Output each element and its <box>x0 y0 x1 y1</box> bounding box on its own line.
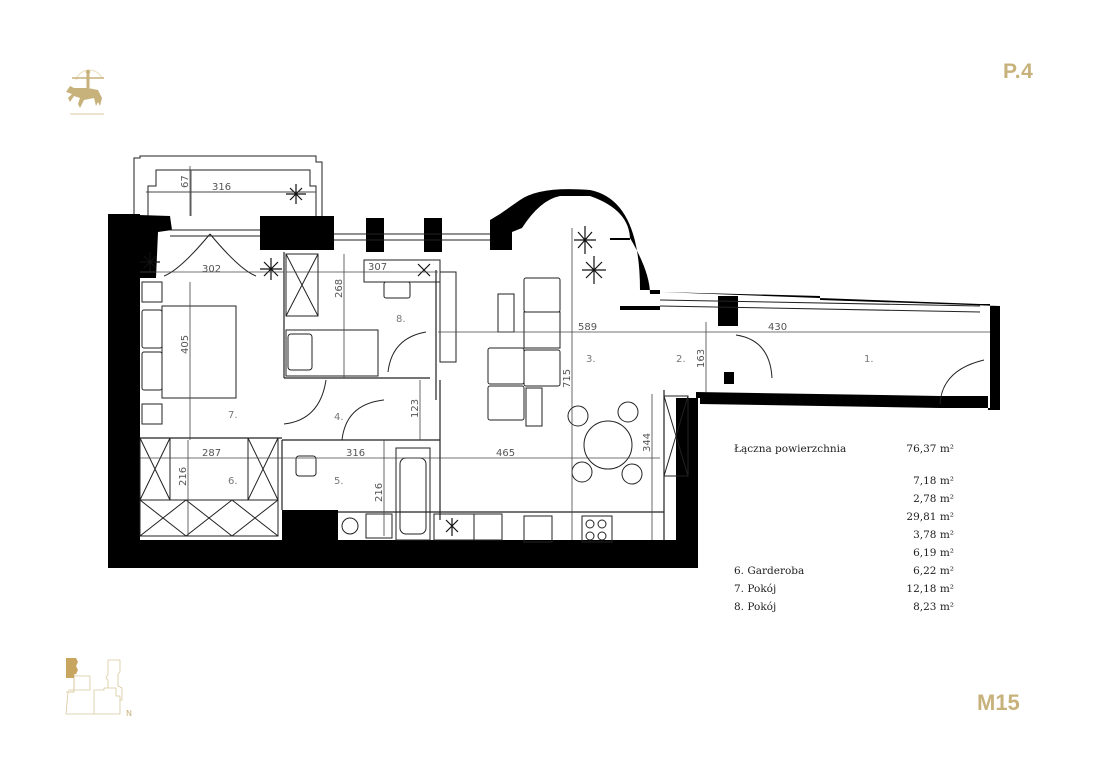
building-keyplan-icon: N <box>65 658 132 718</box>
north-label: N <box>126 709 132 718</box>
dim-kitchen-depth: 344 <box>642 433 653 452</box>
plant-icons <box>140 184 606 536</box>
right-inner-wall <box>676 398 698 568</box>
area-legend: Łączna powierzchnia 76,37 m² 7,18 m² 2,7… <box>734 440 954 616</box>
dim-kitchen-width: 465 <box>496 448 515 459</box>
dim-room7-width: 302 <box>202 264 221 275</box>
partitions <box>140 252 665 540</box>
legend-total-value: 76,37 m² <box>906 443 954 455</box>
dim-hall4-depth: 123 <box>410 399 421 418</box>
doors <box>163 233 985 441</box>
knight-on-horse-logo <box>66 69 104 115</box>
legend-row: 6,19 m² <box>913 547 954 559</box>
dim-bath-depth: 216 <box>374 483 385 502</box>
unit-label: M15 <box>977 690 1020 715</box>
dim-hall-width: 430 <box>768 322 787 333</box>
dim-living-length: 715 <box>562 369 573 388</box>
legend-row: 7,18 m² <box>913 475 954 487</box>
room-number-1: 1. <box>864 354 874 365</box>
room-number-2: 2. <box>676 354 686 365</box>
legend-total-label: Łączna powierzchnia <box>734 443 847 455</box>
legend-row: 3,78 m² <box>913 529 954 541</box>
room-number-8: 8. <box>396 314 406 325</box>
legend-row: 29,81 m² <box>906 511 954 523</box>
room-number-6: 6. <box>228 476 238 487</box>
left-wall <box>108 214 140 564</box>
floor-label: P.4 <box>1003 60 1034 83</box>
dim-balcony-width: 316 <box>212 182 231 193</box>
legend-row: 2,78 m² <box>913 493 954 505</box>
room-number-7: 7. <box>228 410 238 421</box>
room-number-4: 4. <box>334 412 344 423</box>
windows <box>170 229 981 313</box>
dim-room7-length: 405 <box>180 335 191 354</box>
dim-living-width: 589 <box>578 322 597 333</box>
dimension-lines <box>140 166 990 540</box>
dim-hall-depth: 163 <box>696 349 707 368</box>
furniture <box>139 253 689 543</box>
bottom-wall <box>108 540 698 568</box>
room-number-5: 5. <box>334 476 344 487</box>
dim-bath-width: 316 <box>346 448 365 459</box>
room-number-3: 3. <box>586 354 596 365</box>
dim-wardrobe-depth: 216 <box>178 467 189 486</box>
dim-wardrobe-width: 287 <box>202 448 221 459</box>
legend-total-row: Łączna powierzchnia 76,37 m² <box>734 440 954 458</box>
dim-room8-width: 307 <box>368 262 387 273</box>
dim-room8-length: 268 <box>334 279 345 298</box>
dim-balcony-depth: 67 <box>180 175 191 188</box>
